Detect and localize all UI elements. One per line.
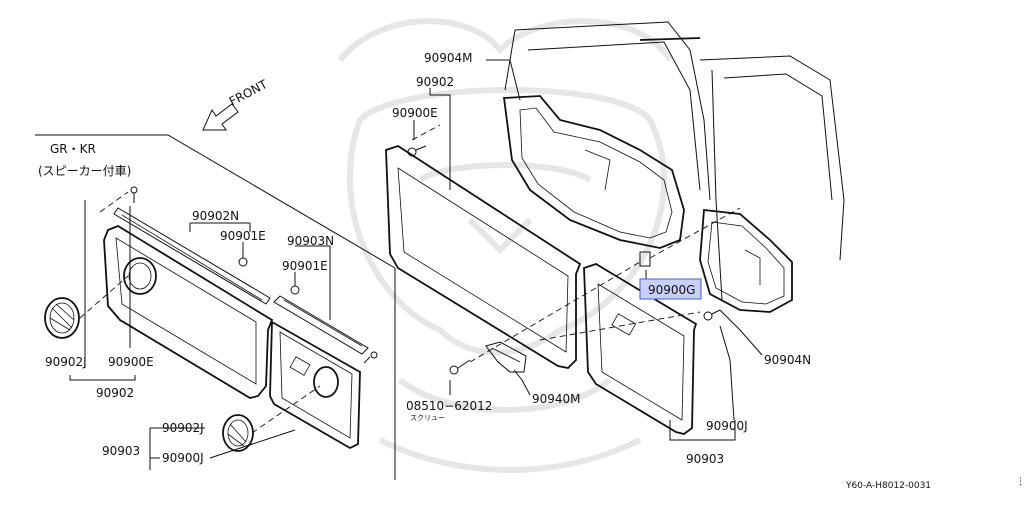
left-upper-trim-panel bbox=[103, 224, 274, 399]
left-clips bbox=[130, 186, 378, 364]
label-90903-left: 90903 bbox=[102, 444, 140, 458]
label-90902-right: 90902 bbox=[416, 75, 454, 89]
label-90904N: 90904N bbox=[764, 353, 811, 367]
door-frame bbox=[504, 21, 845, 301]
label-screw: スクリュー bbox=[410, 414, 445, 422]
label-90900E-left: 90900E bbox=[108, 355, 154, 369]
label-90902N: 90902N bbox=[192, 209, 239, 223]
variant-subtitle: (スピーカー付車) bbox=[38, 164, 131, 178]
label-90901E-a: 90901E bbox=[220, 229, 266, 243]
left-upper-moulding-90902N bbox=[113, 207, 271, 305]
left-speaker-grille-lower bbox=[222, 414, 254, 452]
right-clips bbox=[407, 145, 721, 375]
variant-title: GR・KR bbox=[50, 142, 96, 156]
label-08510-62012: 08510−62012 bbox=[406, 399, 492, 413]
right-upper-trim-panel bbox=[385, 145, 582, 369]
diagram-code: Y60-A-H8012-0031 bbox=[845, 481, 931, 491]
label-90902-left: 90902 bbox=[96, 386, 134, 400]
label-90900G[interactable]: 90900G bbox=[648, 283, 695, 297]
left-lower-moulding-90903N bbox=[273, 295, 369, 355]
front-arrow: FRONT bbox=[202, 77, 270, 131]
label-90904M: 90904M bbox=[424, 51, 473, 65]
front-label: FRONT bbox=[227, 77, 270, 109]
left-speaker-grille-upper bbox=[44, 297, 80, 339]
label-90902J-a: 90902J bbox=[45, 355, 87, 369]
highlight-90900G[interactable] bbox=[639, 278, 702, 300]
variant-box bbox=[35, 134, 396, 480]
label-90902J-b: 90902J bbox=[162, 421, 204, 435]
label-90900J-right: 90900J bbox=[706, 419, 748, 433]
armrest-90940M bbox=[485, 341, 527, 373]
left-dashed-guides bbox=[79, 191, 321, 434]
label-90903-right: 90903 bbox=[686, 452, 724, 466]
front-door-inner-panel bbox=[502, 95, 685, 249]
right-leader-lines bbox=[413, 59, 763, 441]
left-leader-lines bbox=[69, 200, 331, 470]
right-dashed-guides bbox=[411, 124, 741, 363]
watermark-crest bbox=[337, 18, 673, 473]
label-90900J-left: 90900J bbox=[162, 451, 204, 465]
label-90940M: 90940M bbox=[532, 392, 581, 406]
rear-door-inner-panel bbox=[699, 209, 793, 313]
left-lower-trim-panel bbox=[269, 320, 361, 450]
edge-mark: ⋮ bbox=[1016, 477, 1024, 487]
label-90901E-b: 90901E bbox=[282, 259, 328, 273]
label-90900E-right: 90900E bbox=[392, 106, 438, 120]
label-90903N: 90903N bbox=[287, 234, 334, 248]
